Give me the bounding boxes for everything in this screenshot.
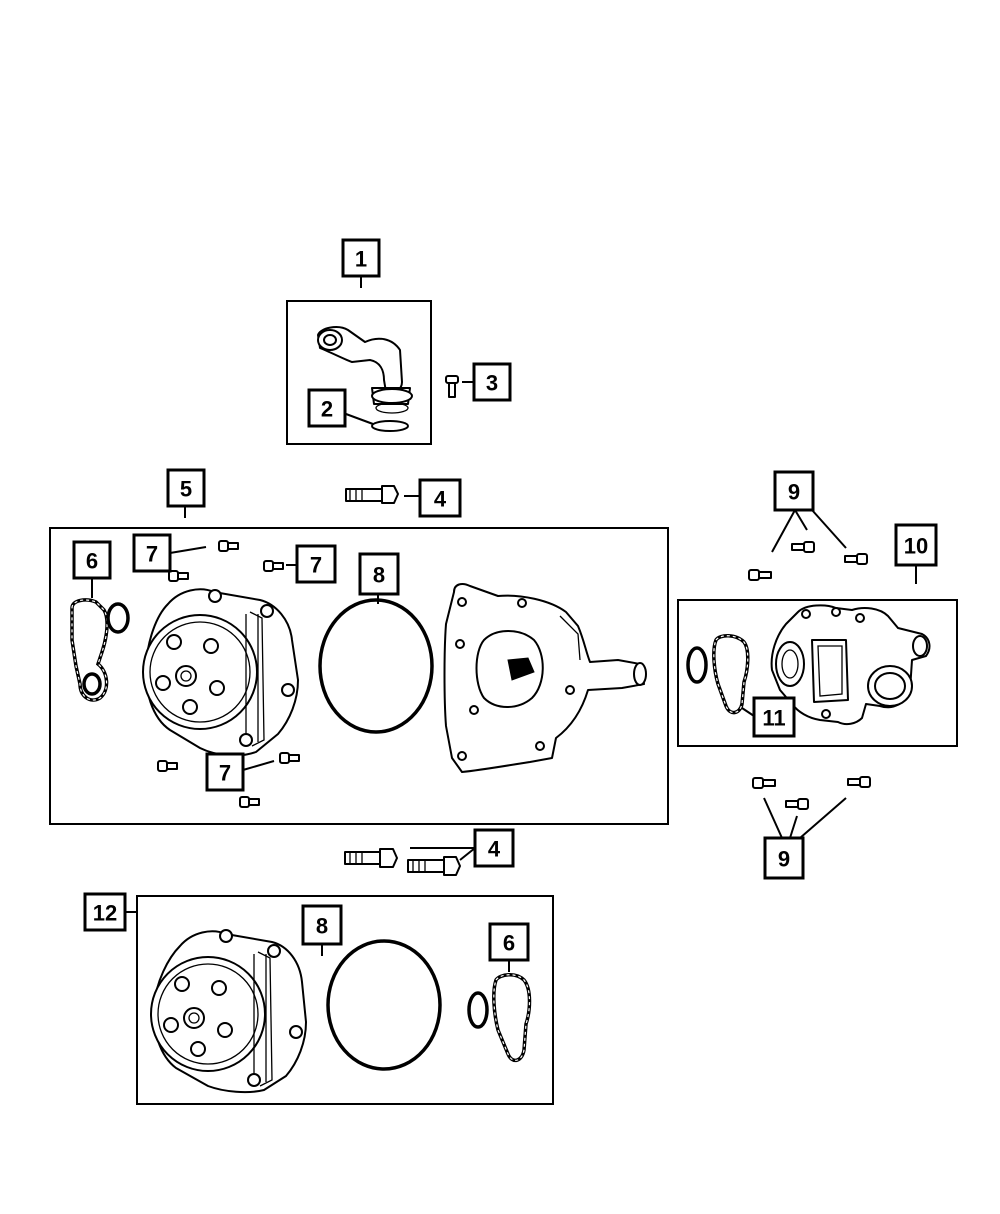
callout-1-label: 1 [355, 247, 367, 272]
leader-11 [741, 707, 755, 717]
callout-7-b: 7 [295, 544, 337, 584]
pump-bolt-lower-2-part [407, 856, 461, 876]
pump-small-bolt-3 [263, 560, 284, 572]
callout-9-upper-label: 9 [788, 480, 800, 505]
callout-12-label: 12 [93, 901, 117, 926]
outlet-bolt-part [445, 375, 459, 398]
leader-7a [169, 546, 207, 554]
leader-7c [242, 760, 275, 771]
callout-5-label: 5 [180, 477, 192, 502]
outlet-o-ring-part [371, 420, 409, 432]
thermostat-housing-frame [677, 599, 958, 747]
pump-housing-part [443, 583, 647, 773]
callout-6-lower: 6 [488, 922, 530, 962]
pump-small-bolt-4 [157, 760, 178, 772]
thermostat-bolt-4 [752, 777, 776, 789]
callout-4-lower: 4 [473, 828, 515, 868]
water-pump-kit-frame [136, 895, 554, 1105]
leader-9a-2 [794, 509, 808, 531]
pump-o-ring-part-upper [318, 598, 434, 734]
callout-10-label: 10 [904, 534, 928, 559]
callout-11: 11 [752, 696, 796, 738]
callout-2-label: 2 [321, 397, 333, 422]
leader-9a-1 [771, 509, 796, 553]
callout-8-upper-label: 8 [373, 563, 385, 588]
callout-10: 10 [894, 523, 938, 567]
callout-7-b-label: 7 [310, 553, 322, 578]
callout-3-label: 3 [486, 371, 498, 396]
water-pump-assembly-frame [49, 527, 669, 825]
water-pump-part-upper [142, 588, 299, 757]
pump-small-bolt-1 [218, 540, 239, 552]
thermostat-bolt-6 [847, 776, 871, 788]
callout-7-c: 7 [205, 752, 245, 792]
pump-small-bolt-5 [279, 752, 300, 764]
callout-8-lower: 8 [301, 904, 343, 946]
callout-5: 5 [166, 468, 206, 508]
leader-9b-2 [789, 815, 798, 839]
leader-4b-2 [459, 847, 476, 861]
callout-6-upper: 6 [72, 540, 112, 580]
thermostat-bolt-5 [785, 798, 809, 810]
thermostat-bolt-1 [748, 569, 772, 581]
callout-9-lower: 9 [763, 836, 805, 880]
leader-2 [345, 413, 374, 425]
callout-9-upper: 9 [773, 470, 815, 512]
pump-bolt-upper-part [345, 485, 399, 504]
callout-6-lower-label: 6 [503, 931, 515, 956]
leader-9b-3 [799, 797, 847, 839]
coolant-outlet-tube-part [317, 326, 413, 414]
callout-8-upper: 8 [358, 552, 400, 596]
callout-7-a-label: 7 [146, 542, 158, 567]
callout-7-a: 7 [132, 533, 172, 573]
pump-bolt-lower-1-part [344, 848, 398, 868]
callout-12: 12 [83, 892, 127, 932]
pump-o-ring-part-lower [326, 939, 442, 1071]
leader-9a-3 [811, 509, 847, 549]
callout-2: 2 [307, 388, 347, 428]
callout-3: 3 [472, 362, 512, 402]
callout-9-lower-label: 9 [778, 847, 790, 872]
pump-gasket-part-upper [70, 598, 130, 702]
thermostat-gasket-part [686, 634, 750, 715]
callout-11-label: 11 [762, 706, 785, 731]
leader-9b-1 [763, 797, 783, 839]
callout-6-upper-label: 6 [86, 549, 98, 574]
water-pump-part-lower [150, 929, 307, 1094]
callout-4-lower-label: 4 [488, 837, 501, 862]
callout-4-upper-label: 4 [434, 487, 447, 512]
callout-8-lower-label: 8 [316, 914, 328, 939]
pump-gasket-part-lower [467, 973, 532, 1063]
thermostat-bolt-3 [844, 553, 868, 565]
pump-small-bolt-2 [168, 570, 189, 582]
callout-4-upper: 4 [418, 478, 462, 518]
thermostat-housing-part [770, 604, 931, 726]
pump-small-bolt-6 [239, 796, 260, 808]
coolant-outlet-group-frame [286, 300, 432, 445]
callout-7-c-label: 7 [219, 761, 231, 786]
thermostat-bolt-2 [791, 541, 815, 553]
callout-1: 1 [341, 238, 381, 278]
